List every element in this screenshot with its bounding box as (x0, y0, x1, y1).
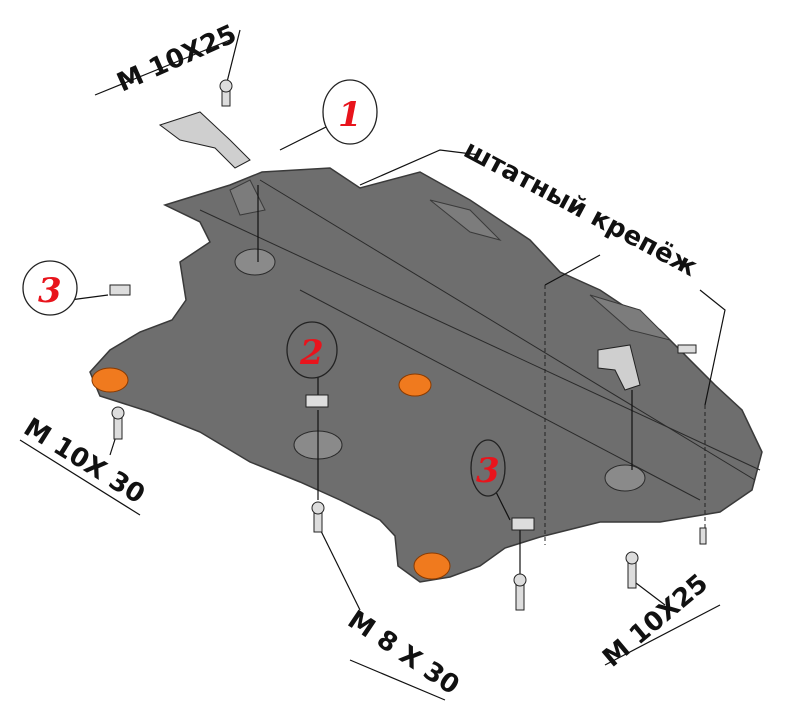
callout-3-left: 3 (38, 271, 62, 311)
bolt-label-left: M 10X 30 (18, 412, 150, 510)
plate-fold-lines (199, 179, 761, 501)
fastener-dashed-lines (544, 285, 706, 545)
callout-circle-3-left (22, 260, 78, 316)
callout-circle-2 (286, 321, 338, 379)
skid-plate (89, 167, 763, 583)
rubber-plugs (91, 367, 451, 580)
callout-2: 2 (299, 333, 324, 373)
plug (398, 373, 432, 397)
bolt-label-bottom-right: M 10X25 (597, 569, 714, 674)
callout-3-bottom: 3 (476, 451, 500, 491)
plug (413, 552, 451, 580)
bracket-1 (158, 111, 251, 169)
plug (91, 367, 129, 393)
callout-1: 1 (338, 95, 362, 135)
bolts (109, 79, 707, 611)
bolt-label-bottom-center: M 8 X 30 (342, 605, 464, 701)
callout-circle-1 (322, 79, 378, 145)
bracket-right (597, 344, 641, 391)
callout-circle-3-bottom (470, 439, 506, 497)
plate-flanges (229, 179, 672, 341)
